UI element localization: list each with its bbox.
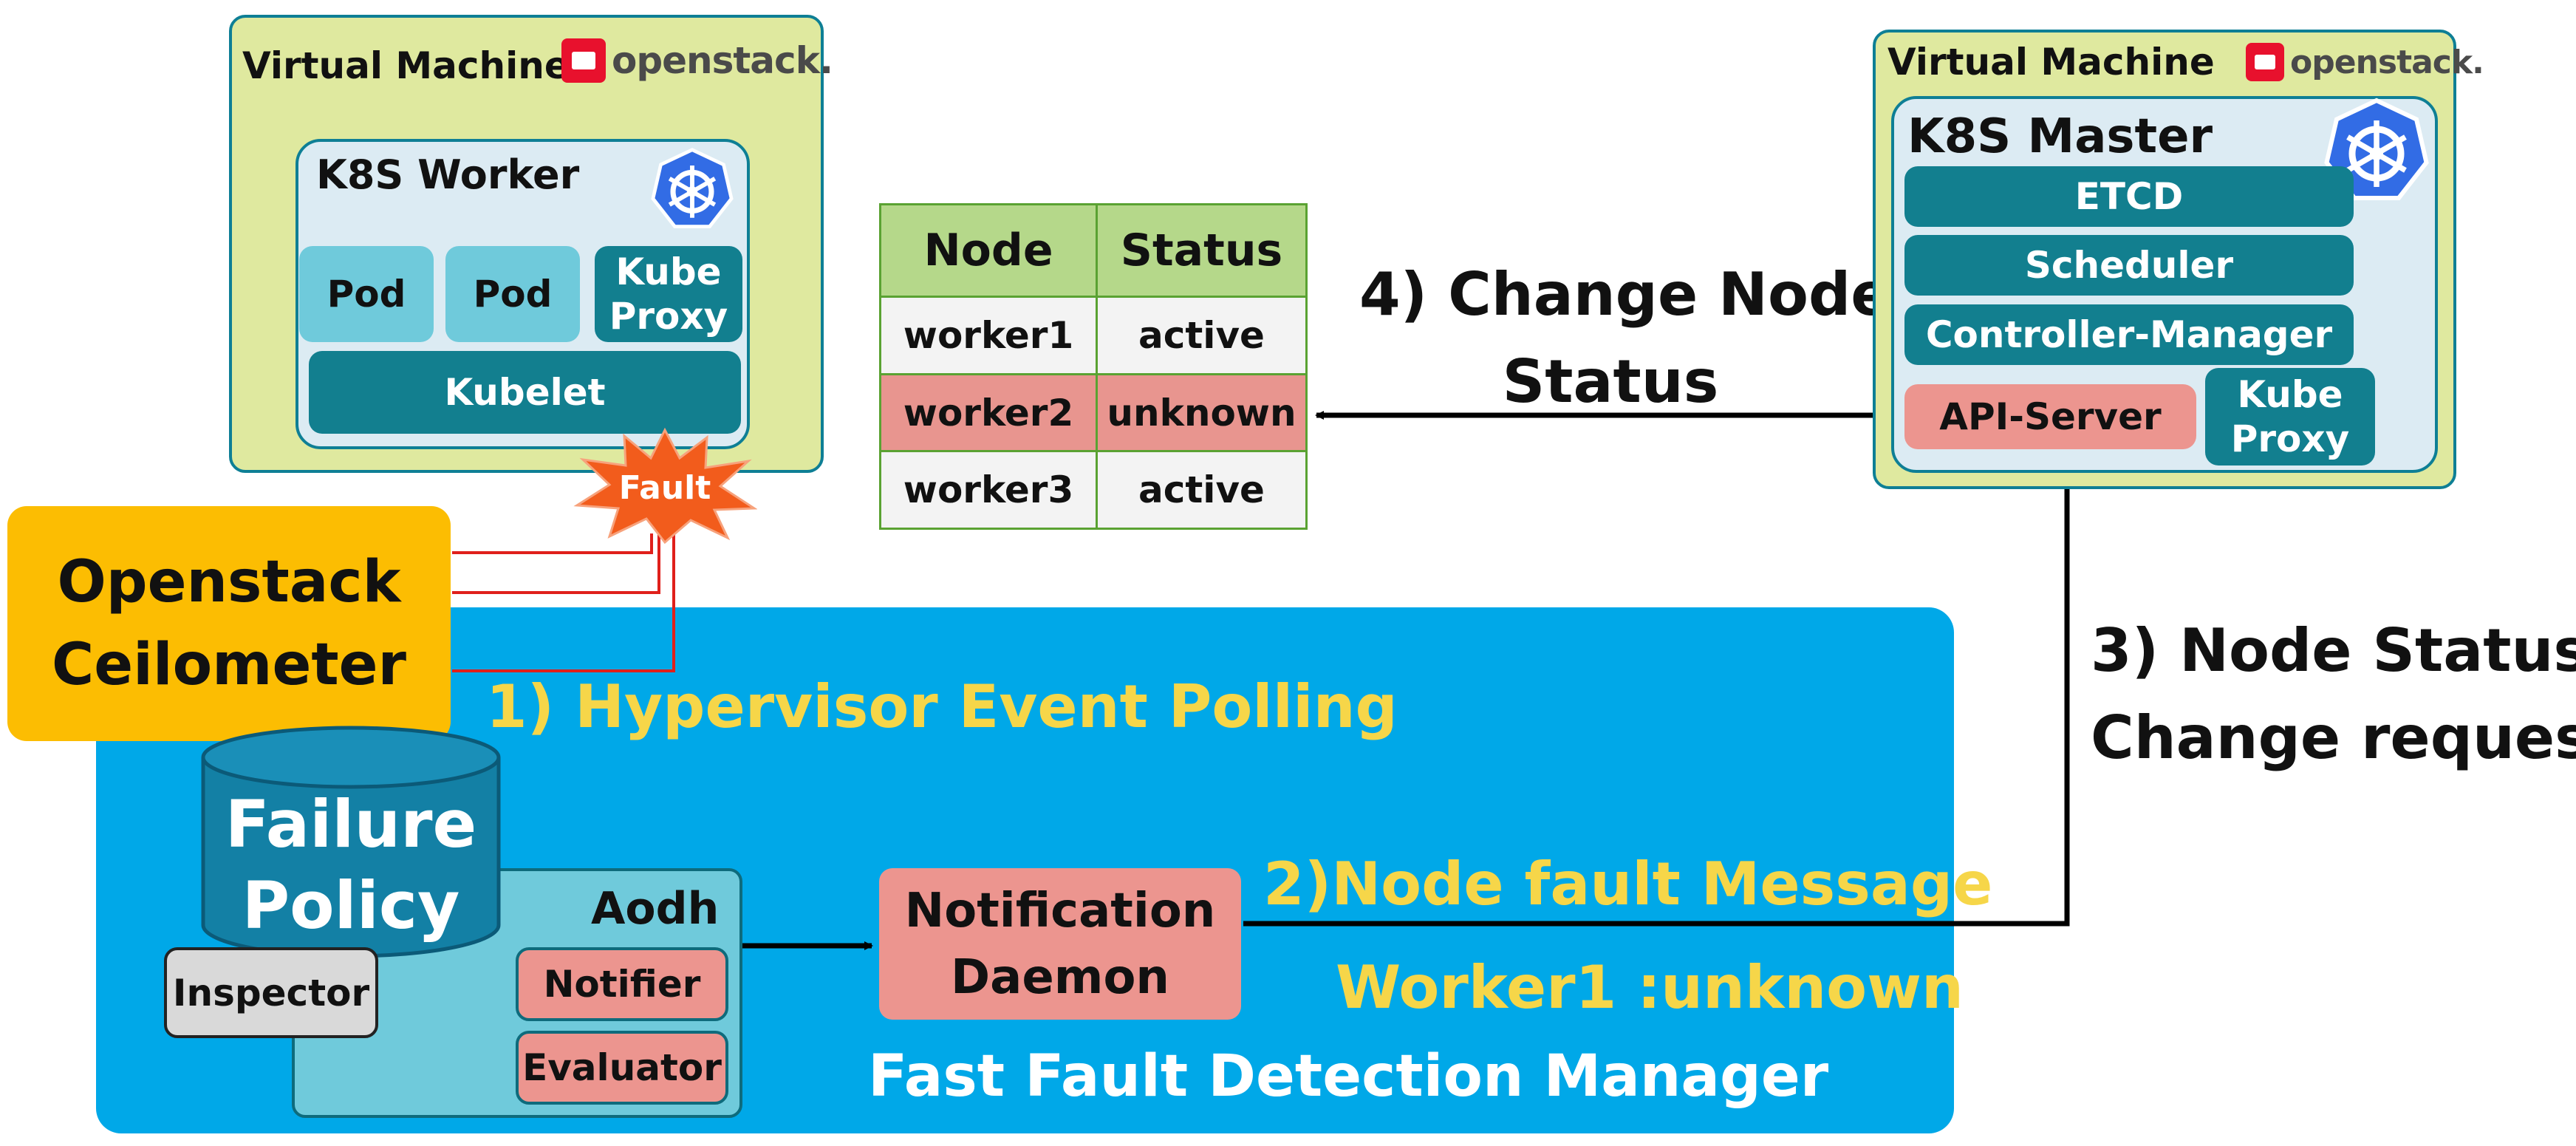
kubernetes-icon [651, 148, 734, 228]
table-cell-node: worker3 [879, 450, 1098, 530]
k8s-worker-title: K8S Worker [316, 151, 580, 198]
table-row: worker2 unknown [879, 372, 1308, 453]
inspector-box: Inspector [164, 947, 378, 1038]
table-cell-node: worker2 [879, 372, 1098, 453]
node-status-table: Node Status worker1 active worker2 unkno… [879, 202, 1308, 530]
notification-daemon-box: Notification Daemon [879, 868, 1241, 1020]
master-kube-proxy-line2: Proxy [2230, 417, 2350, 460]
openstack-icon [2246, 43, 2284, 81]
step3-line1: 3) Node Status [2091, 616, 2576, 685]
worker-kube-proxy-line1: Kube [615, 250, 722, 293]
table-cell-status: unknown [1096, 372, 1308, 453]
step4-line1: 4) Change Node [1359, 260, 1891, 329]
fault-label: Fault [618, 468, 711, 507]
polling-lines [452, 533, 675, 672]
openstack-icon [561, 38, 606, 83]
step2-detail-label: Worker1 :unknown [1336, 953, 1964, 1022]
worker-vm-title: Virtual Machine [242, 44, 570, 87]
pod-box-2: Pod [445, 246, 580, 342]
master-kube-proxy-line1: Kube [2237, 373, 2343, 416]
table-cell-status: active [1096, 450, 1308, 530]
table-cell-node: worker1 [879, 296, 1098, 375]
openstack-logo-text: openstack. [612, 39, 833, 82]
master-openstack-logo: openstack. [2246, 43, 2484, 81]
kubelet-box: Kubelet [309, 351, 741, 434]
notifier-box: Notifier [516, 947, 728, 1021]
notification-daemon-line2: Daemon [951, 949, 1169, 1005]
step4-line2: Status [1502, 347, 1719, 416]
etcd-box: ETCD [1904, 166, 2354, 227]
worker-kube-proxy-line2: Proxy [609, 295, 728, 338]
table-row: worker3 active [879, 450, 1308, 530]
ceilometer-line1: Openstack [57, 549, 401, 615]
worker-kube-proxy-box: Kube Proxy [595, 246, 742, 342]
step4-label: 4) Change Node Status [1359, 251, 1891, 426]
aodh-title: Aodh [591, 883, 720, 935]
master-vm-title: Virtual Machine [1887, 41, 2215, 83]
api-server-box: API-Server [1904, 384, 2196, 449]
arrow-daemon-to-api-server [1243, 465, 2071, 927]
step2-label: 2)Node fault Message [1263, 850, 1993, 918]
openstack-logo: openstack. [561, 38, 833, 83]
failure-policy-line1: Failure [225, 785, 477, 862]
failure-policy-label: Failure Policy [196, 782, 506, 948]
fault-star-icon [573, 427, 757, 545]
scheduler-box: Scheduler [1904, 235, 2354, 296]
ffdm-title: Fast Fault Detection Manager [868, 1043, 1829, 1110]
k8s-master-title: K8S Master [1907, 109, 2213, 164]
controller-manager-box: Controller-Manager [1904, 304, 2354, 365]
notification-daemon-line1: Notification [904, 883, 1216, 938]
table-header-row: Node Status [879, 202, 1308, 299]
master-kube-proxy-box: Kube Proxy [2205, 368, 2375, 465]
table-row: worker1 active [879, 296, 1308, 375]
table-cell-status: active [1096, 296, 1308, 375]
ceilometer-line2: Ceilometer [51, 632, 407, 698]
table-header-status: Status [1096, 202, 1308, 299]
step3-line2: Change request [2091, 703, 2576, 772]
step3-label: 3) Node Status Change request [2091, 607, 2576, 782]
pod-box-1: Pod [299, 246, 434, 342]
openstack-logo-text: openstack. [2290, 43, 2484, 81]
step1-label: 1) Hypervisor Event Polling [486, 672, 1398, 741]
ceilometer-box: Openstack Ceilometer [7, 506, 451, 741]
failure-policy-database-icon [201, 726, 501, 958]
evaluator-box: Evaluator [516, 1031, 728, 1105]
table-header-node: Node [879, 202, 1098, 299]
failure-policy-line2: Policy [242, 867, 460, 944]
